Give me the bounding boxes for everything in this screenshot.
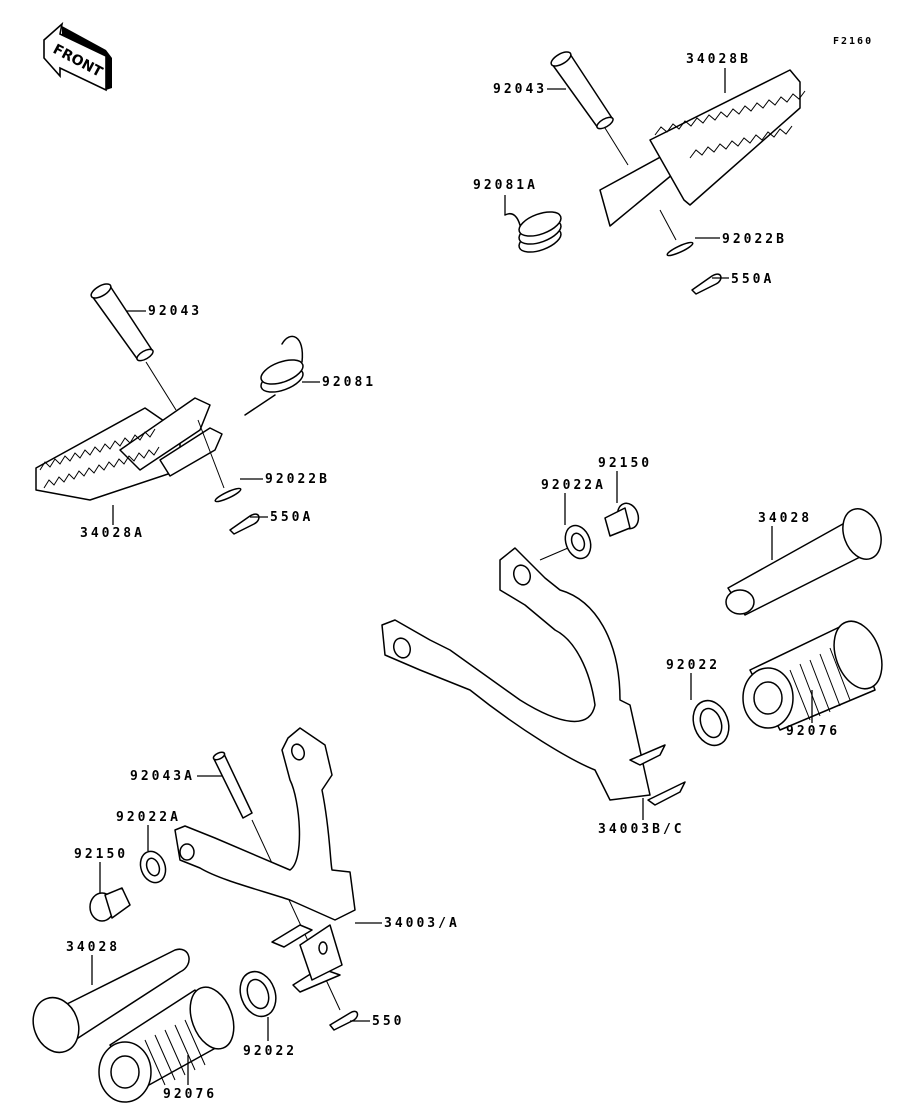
washer-icon [139,850,167,884]
footpeg-rubber-icon [742,620,883,731]
footrest-step-icon [599,69,806,227]
cotter-pin-icon [329,1010,359,1031]
torsion-spring-icon [504,211,562,253]
label-550a-top: 550A [731,272,774,287]
cotter-pin-icon [691,273,722,295]
label-92022b-left: 92022B [265,472,330,487]
label-92043a: 92043A [130,769,195,784]
label-34028-bottom: 34028 [66,940,120,955]
label-92081a: 92081A [473,178,538,193]
label-92076-bottom: 92076 [163,1087,217,1102]
clevis-pin-icon [550,51,614,130]
left-step-assembly [35,283,304,535]
label-550: 550 [372,1014,404,1029]
label-92022-right: 92022 [666,658,720,673]
label-92150-bottom: 92150 [74,847,128,862]
label-92022a-bottom: 92022A [116,810,181,825]
label-92076-right: 92076 [786,724,840,739]
clevis-pin-icon [90,283,154,362]
label-92022b-top: 92022B [722,232,787,247]
front-arrow-icon: FRONT [43,21,112,92]
label-92022-bottom: 92022 [243,1044,297,1059]
right-bracket-assembly [381,502,883,806]
washer-icon [214,487,242,503]
label-34003bc: 34003B/C [598,822,685,837]
footrest-bracket-icon [174,727,356,993]
bolt-icon [89,887,131,922]
label-34028-right: 34028 [758,511,812,526]
label-92043: 92043 [493,82,547,97]
footpeg-rubber-icon [98,986,235,1103]
label-34003a: 34003/A [384,916,460,931]
footpeg-icon [725,508,882,616]
footrest-bracket-icon [381,547,686,806]
label-92081: 92081 [322,375,376,390]
bottom-bracket-assembly [32,727,359,1103]
washer-icon [692,699,730,747]
footpeg-icon [32,948,190,1054]
washer-icon [239,970,277,1018]
label-550a-left: 550A [270,510,313,525]
label-92043-left: 92043 [148,304,202,319]
label-92022a-right: 92022A [541,478,606,493]
diagram-code: F2160 [833,36,873,47]
washer-icon [564,524,592,560]
bolt-icon [604,502,640,537]
top-right-step-assembly [504,51,806,295]
torsion-spring-icon [244,335,304,416]
label-34028a: 34028A [80,526,145,541]
label-34028b: 34028B [686,52,751,67]
label-92150-right: 92150 [598,456,652,471]
footrest-step-icon [35,397,223,501]
washer-icon [666,241,694,257]
clevis-pin-icon [212,751,253,819]
